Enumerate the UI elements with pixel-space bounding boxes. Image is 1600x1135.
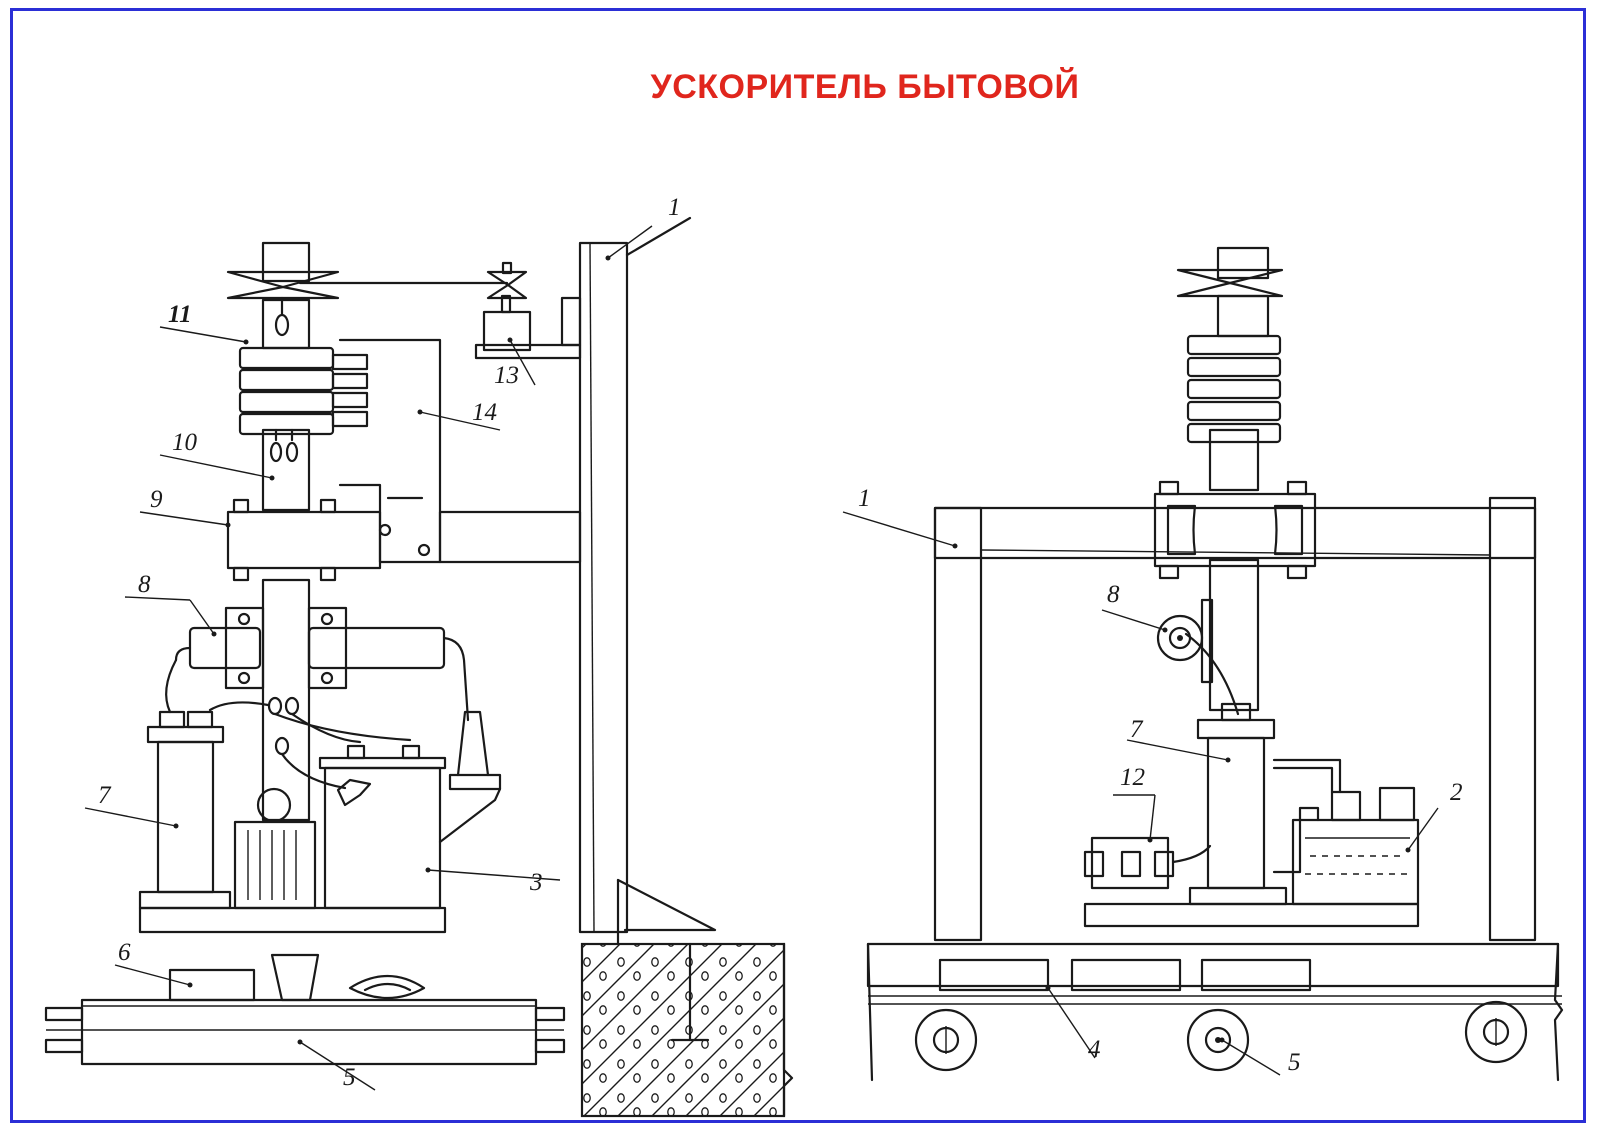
label-right-8: 8 xyxy=(1107,581,1120,608)
tank-2 xyxy=(1272,758,1420,906)
right-clamp xyxy=(1153,480,1317,580)
cart-4 xyxy=(866,942,1564,1082)
left-view: 1 3 5 6 7 8 9 10 11 13 14 xyxy=(44,194,794,1118)
base-plate xyxy=(138,906,447,934)
connectors xyxy=(208,696,412,790)
motor-13 xyxy=(482,261,532,352)
label-left-5: 5 xyxy=(343,1064,356,1091)
foundation-block xyxy=(580,878,794,1118)
accelerator-tube xyxy=(261,241,311,822)
reel-8 xyxy=(1156,598,1240,716)
housing-14 xyxy=(338,338,442,564)
label-left-6: 6 xyxy=(118,939,131,966)
cart-5 xyxy=(44,998,566,1066)
right-platform xyxy=(1083,902,1420,928)
top-pulley xyxy=(226,270,340,300)
label-left-11: 11 xyxy=(168,301,192,328)
box-3 xyxy=(318,710,502,910)
wheels-5 xyxy=(914,1000,1528,1072)
cart-items-6 xyxy=(168,953,426,1002)
clamp-9 xyxy=(226,498,382,582)
page-border xyxy=(10,8,1586,1123)
left-leaders xyxy=(84,225,653,1091)
label-right-12: 12 xyxy=(1120,764,1145,791)
coil-assembly-12 xyxy=(1083,836,1212,890)
label-left-13: 13 xyxy=(494,362,519,389)
label-right-1: 1 xyxy=(858,485,871,512)
coil-stack-11 xyxy=(238,346,369,436)
label-right-7: 7 xyxy=(1130,716,1144,743)
right-view: 1 2 4 5 7 8 12 xyxy=(842,246,1564,1082)
label-left-7: 7 xyxy=(98,782,112,809)
label-right-2: 2 xyxy=(1450,779,1463,806)
label-left-3: 3 xyxy=(529,869,543,896)
column-7 xyxy=(138,710,232,910)
label-left-8: 8 xyxy=(138,571,151,598)
label-left-14: 14 xyxy=(472,399,497,426)
portal-frame-1 xyxy=(933,496,1537,942)
label-right-4: 4 xyxy=(1088,1036,1101,1063)
small-motor xyxy=(233,787,317,910)
label-left-1: 1 xyxy=(668,194,681,221)
label-left-10: 10 xyxy=(172,429,198,456)
right-coils xyxy=(1186,334,1282,444)
label-right-5: 5 xyxy=(1288,1049,1301,1076)
right-column-7 xyxy=(1188,702,1288,906)
right-leaders xyxy=(842,511,1439,1076)
column-1 xyxy=(578,216,692,934)
page-title: УСКОРИТЕЛЬ БЫТОВОЙ xyxy=(650,68,1080,106)
label-left-9: 9 xyxy=(150,486,163,513)
tubes-8 xyxy=(165,606,470,722)
